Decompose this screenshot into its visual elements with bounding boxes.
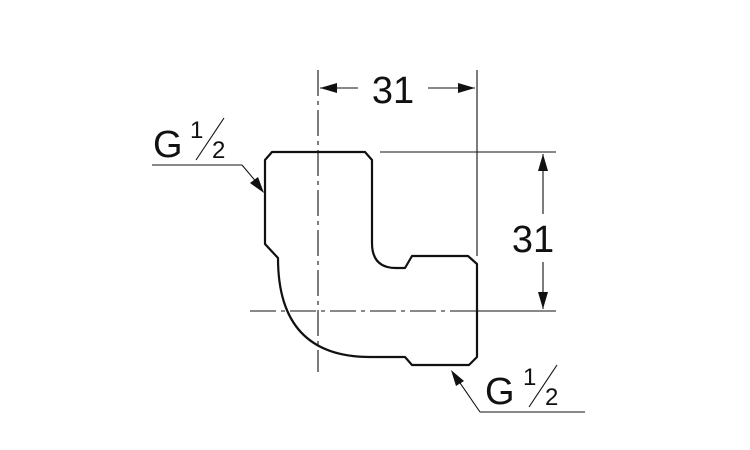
vertical-dimension-value: 31 xyxy=(512,219,554,261)
bottom-fraction-slash xyxy=(528,364,558,408)
bottom-thread-numerator: 1 xyxy=(523,364,536,391)
horizontal-dimension-value: 31 xyxy=(372,70,414,112)
top-thread-letter: G xyxy=(153,124,183,166)
top-fraction-slash xyxy=(195,117,225,161)
top-leader-arrow xyxy=(250,177,264,193)
dim-arrow-left xyxy=(320,83,337,93)
dim-arrow-top xyxy=(538,154,548,171)
dim-arrow-right xyxy=(458,83,475,93)
top-thread-denominator: 2 xyxy=(212,137,225,164)
bottom-thread-letter: G xyxy=(485,371,515,413)
elbow-body-outline xyxy=(263,150,479,367)
dim-arrow-bottom xyxy=(538,292,548,309)
bottom-thread-denominator: 2 xyxy=(545,384,558,411)
bottom-leader-line xyxy=(457,379,481,413)
bottom-leader-arrow xyxy=(451,370,464,386)
top-thread-numerator: 1 xyxy=(190,117,203,144)
